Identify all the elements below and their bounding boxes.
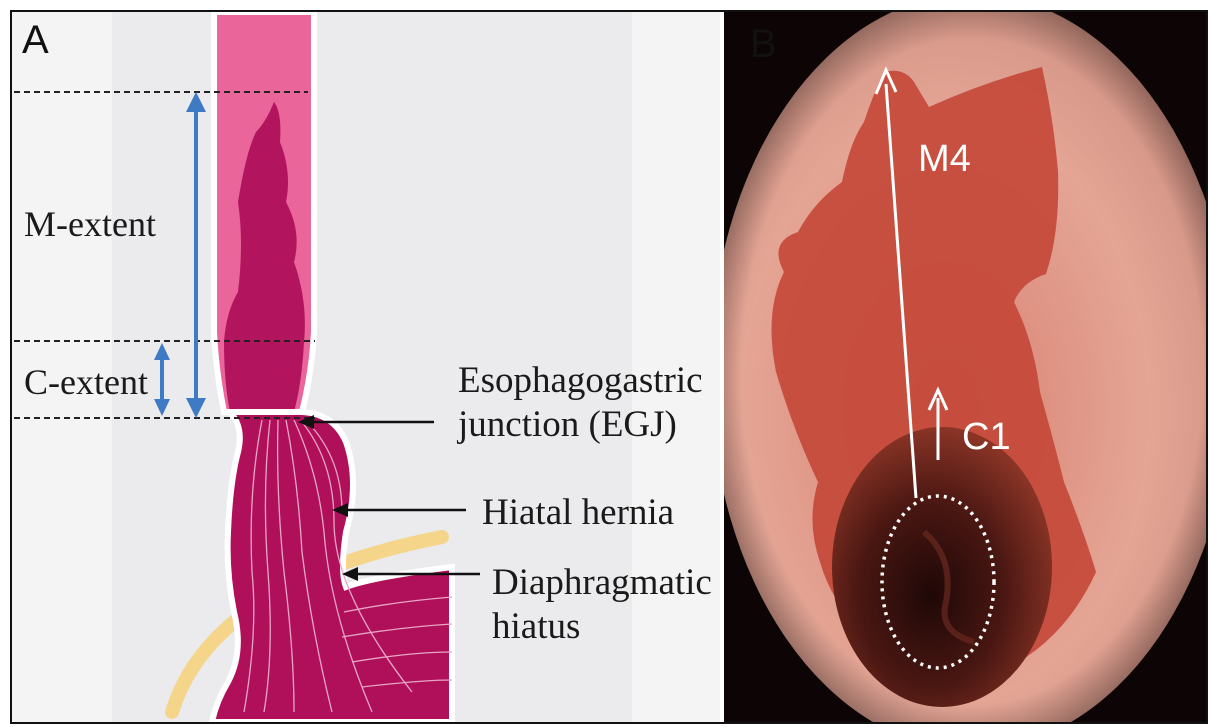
hiatal-hernia-label: Hiatal hernia (482, 492, 674, 535)
panel-a: A M-extent C-extent Esophagogastric junc… (12, 12, 720, 722)
panel-b: B M4 C1 (724, 12, 1206, 722)
c1-label: C1 (962, 418, 1011, 456)
panel-a-letter: A (22, 20, 49, 60)
endoscopic-image (724, 12, 1206, 722)
diaphragmatic-label-line1: Diaphragmatic (492, 562, 712, 605)
panel-b-letter: B (750, 24, 777, 64)
m4-label: M4 (918, 140, 971, 178)
egj-label-line2: junction (EGJ) (458, 404, 677, 447)
diaphragmatic-label-line2: hiatus (492, 606, 580, 649)
egj-label-line1: Esophagogastric (458, 360, 703, 403)
c-extent-label: C-extent (24, 362, 148, 403)
scope-vignette (724, 12, 1206, 722)
m-extent-label: M-extent (24, 204, 156, 245)
